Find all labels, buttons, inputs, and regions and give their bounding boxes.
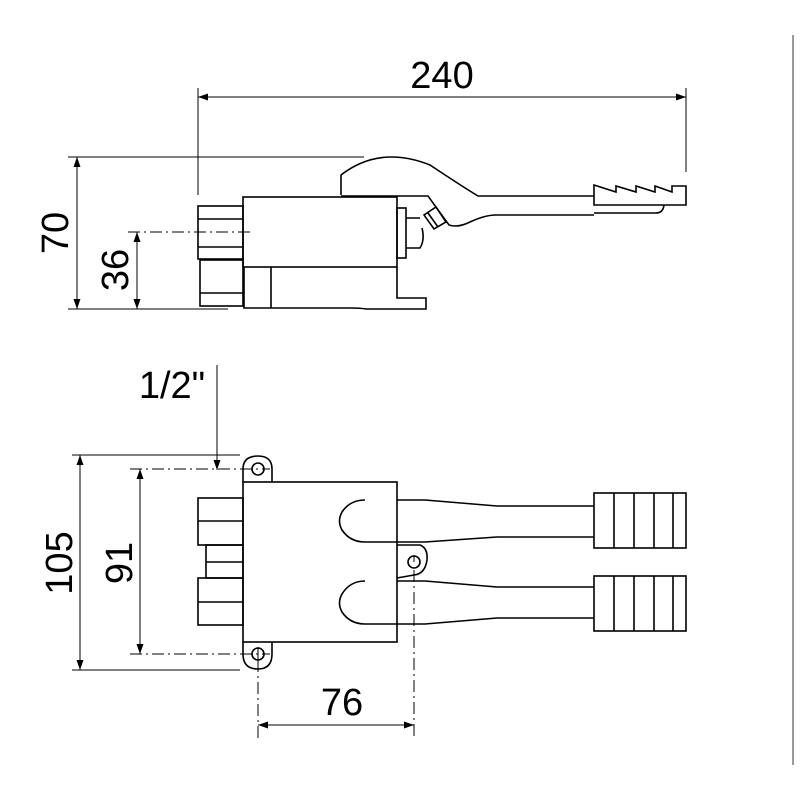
dimension-label-36: 36 xyxy=(95,249,137,291)
side-view: 240 70 36 xyxy=(35,55,687,310)
thread-size-label: 1/2" xyxy=(139,365,205,407)
dimension-76: 76 xyxy=(257,570,415,740)
top-view: 1/2" 105 91 76 xyxy=(39,365,687,740)
dimension-label-76: 76 xyxy=(321,682,363,724)
dimension-label-91: 91 xyxy=(99,542,141,584)
thread-callout: 1/2" xyxy=(139,365,221,470)
dimension-70: 70 xyxy=(35,156,364,310)
dimension-91: 91 xyxy=(99,468,270,655)
dimension-105: 105 xyxy=(39,454,240,671)
dimension-label-105: 105 xyxy=(39,531,81,594)
dimension-label-70: 70 xyxy=(35,212,77,254)
dimension-240: 240 xyxy=(197,55,687,195)
dimension-36: 36 xyxy=(95,231,252,309)
dimension-label-240: 240 xyxy=(410,55,473,97)
valve-top-outline xyxy=(197,455,687,670)
valve-side-outline xyxy=(197,156,687,310)
